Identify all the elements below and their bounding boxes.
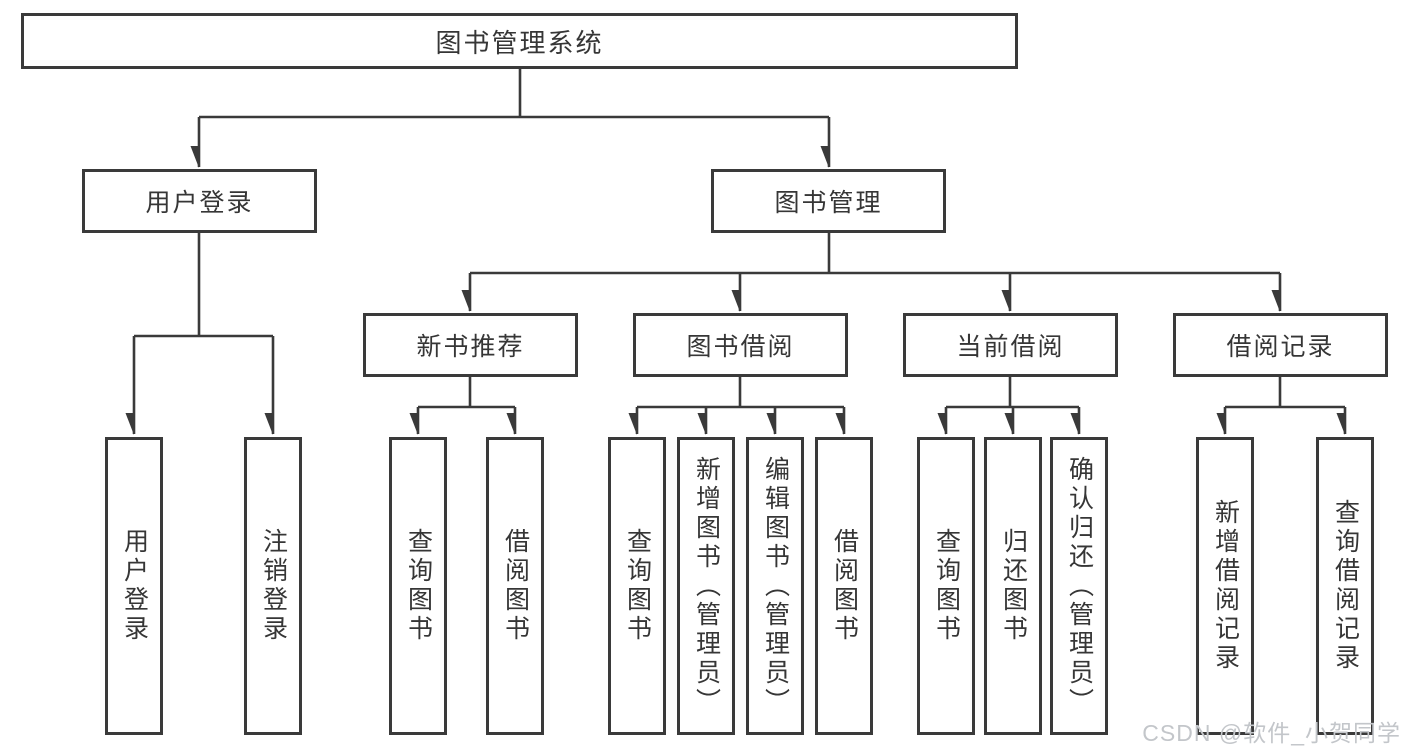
node-edit-book-admin-label: 编辑图书（管理员）: [761, 455, 790, 717]
node-library-system-label: 图书管理系统: [435, 27, 604, 58]
node-add-book-admin-label: 新增图书（管理员）: [692, 455, 721, 717]
node-query-borrow-record: 查询借阅记录: [1316, 437, 1374, 735]
node-borrowing-query-book-label: 查询图书: [623, 528, 652, 644]
node-book-management-label: 图书管理: [774, 189, 883, 217]
node-new-book-recommend: 新书推荐: [363, 313, 578, 377]
node-user-login-group-label: 用户登录: [145, 189, 254, 217]
node-recommend-borrow-book-label: 借阅图书: [501, 528, 530, 644]
node-recommend-borrow-book: 借阅图书: [486, 437, 544, 735]
node-recommend-query-book: 查询图书: [389, 437, 447, 735]
node-borrowing-records: 借阅记录: [1173, 313, 1388, 377]
node-logout-label: 注销登录: [259, 528, 288, 644]
node-user-login: 用户登录: [105, 437, 163, 735]
csdn-watermark: CSDN @软件_小贺同学: [1142, 720, 1401, 746]
node-add-borrow-record: 新增借阅记录: [1196, 437, 1254, 735]
node-book-management: 图书管理: [711, 169, 946, 233]
node-return-book-label: 归还图书: [999, 528, 1028, 644]
node-user-login-group: 用户登录: [82, 169, 317, 233]
node-current-query-book: 查询图书: [917, 437, 975, 735]
node-add-book-admin: 新增图书（管理员）: [677, 437, 735, 735]
node-borrowing-records-label: 借阅记录: [1226, 333, 1335, 361]
node-confirm-return-admin: 确认归还（管理员）: [1050, 437, 1108, 735]
node-add-borrow-record-label: 新增借阅记录: [1211, 499, 1240, 673]
node-logout: 注销登录: [244, 437, 302, 735]
node-book-borrowing: 图书借阅: [633, 313, 848, 377]
node-new-book-recommend-label: 新书推荐: [416, 333, 525, 361]
node-edit-book-admin: 编辑图书（管理员）: [746, 437, 804, 735]
node-confirm-return-admin-label: 确认归还（管理员）: [1065, 455, 1094, 717]
node-current-borrowing-label: 当前借阅: [956, 333, 1065, 361]
node-borrowing-query-book: 查询图书: [608, 437, 666, 735]
node-book-borrowing-label: 图书借阅: [686, 333, 795, 361]
node-library-system: 图书管理系统: [21, 13, 1018, 69]
node-borrowing-borrow-book: 借阅图书: [815, 437, 873, 735]
node-current-query-book-label: 查询图书: [932, 528, 961, 644]
node-recommend-query-book-label: 查询图书: [404, 528, 433, 644]
node-return-book: 归还图书: [984, 437, 1042, 735]
node-borrowing-borrow-book-label: 借阅图书: [830, 528, 859, 644]
node-query-borrow-record-label: 查询借阅记录: [1331, 499, 1360, 673]
node-current-borrowing: 当前借阅: [903, 313, 1118, 377]
node-user-login-label: 用户登录: [120, 528, 149, 644]
